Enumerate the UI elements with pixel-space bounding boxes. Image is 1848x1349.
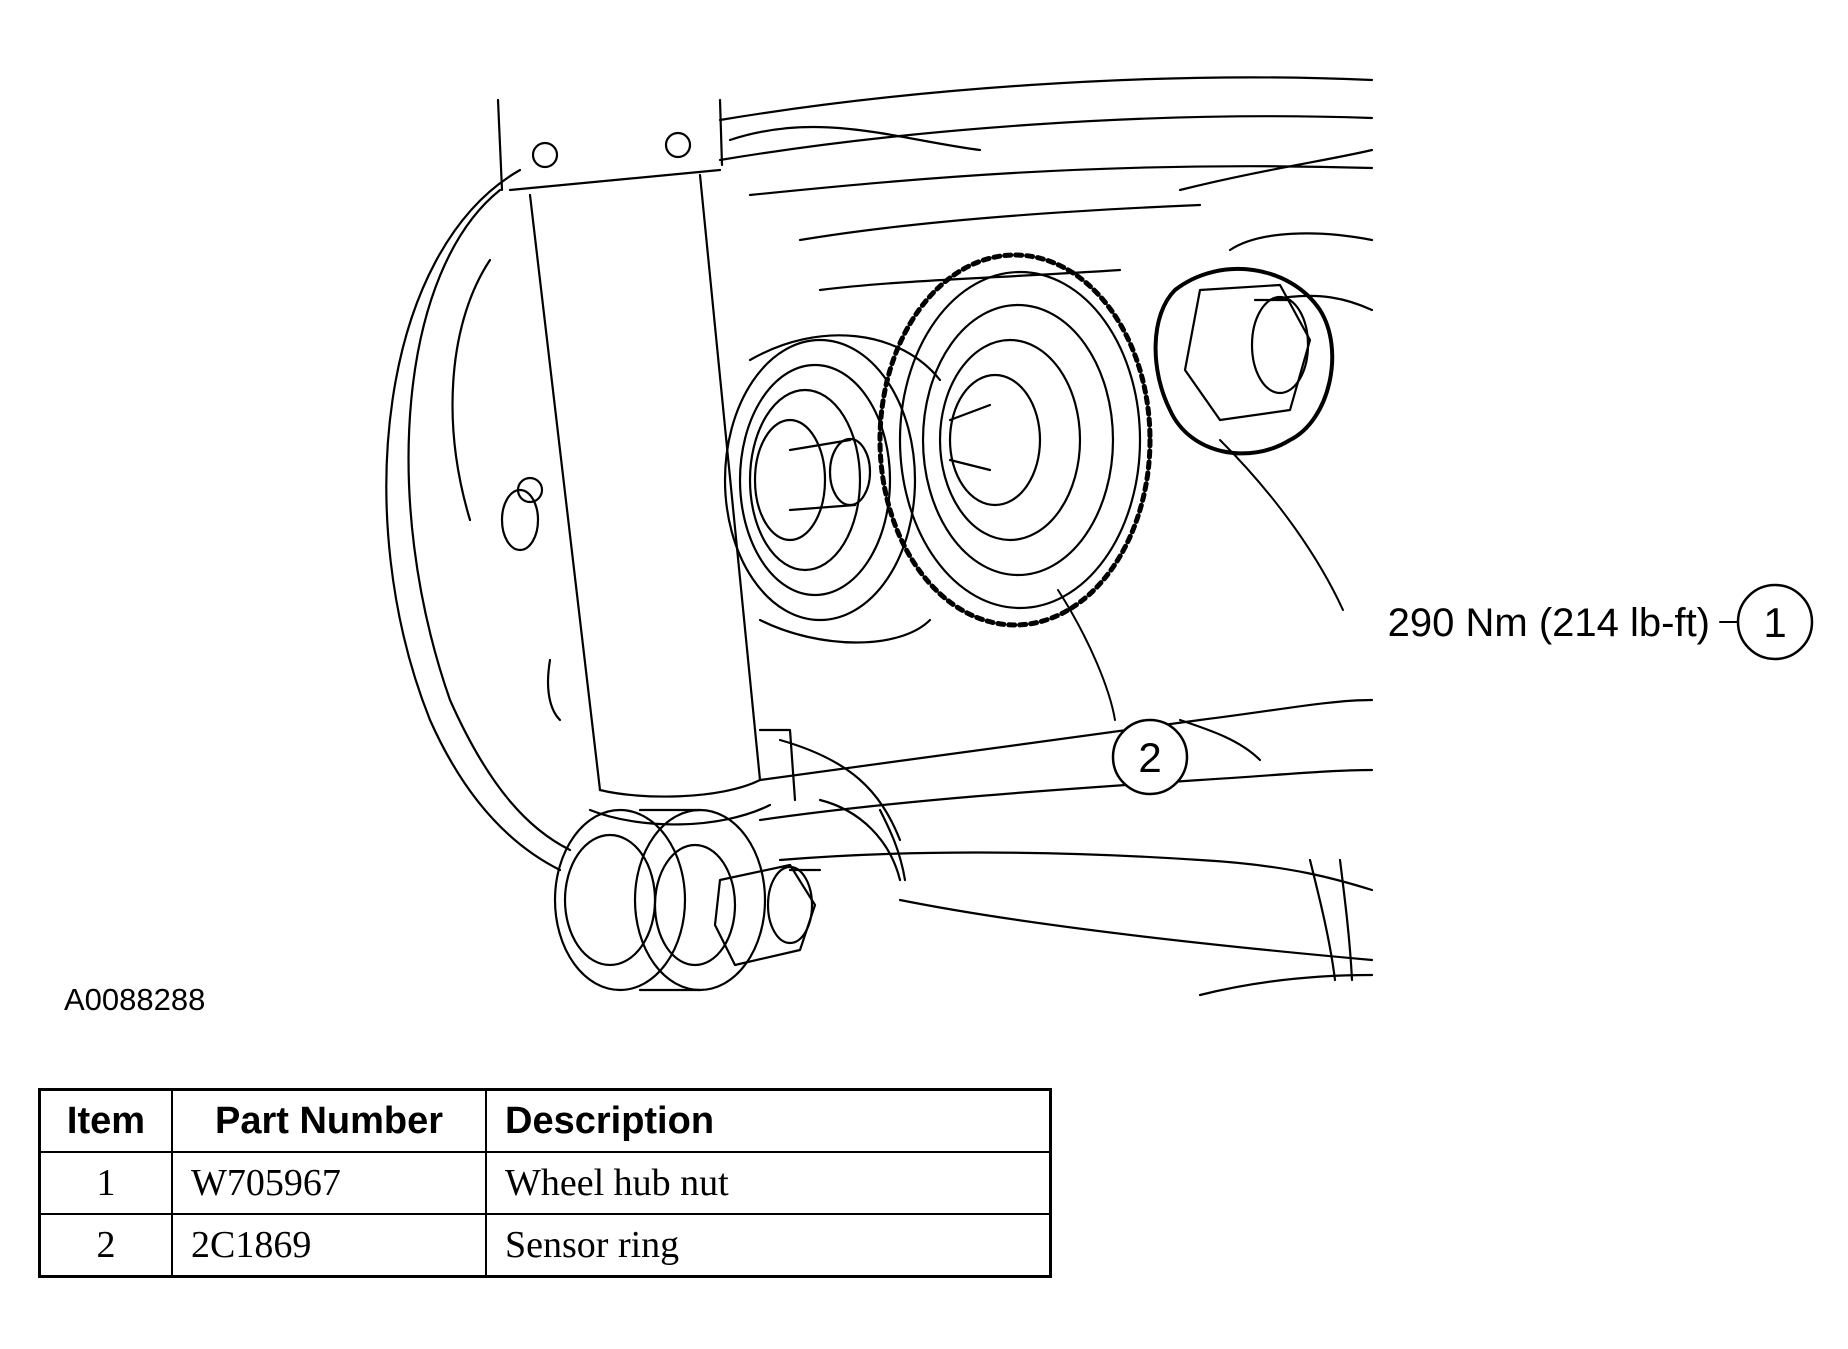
leader-line-1 xyxy=(1219,439,1344,611)
sensor-ring xyxy=(877,252,1153,628)
leader-line-2 xyxy=(1057,589,1116,721)
callout-1: 1 290 Nm (214 lb-ft) xyxy=(1388,583,1814,661)
cell-description: Sensor ring xyxy=(485,1213,1052,1278)
lower-link-bushing xyxy=(553,728,907,992)
cell-item: 2 xyxy=(38,1213,173,1278)
cell-item: 1 xyxy=(38,1151,173,1215)
figure-id: A0088288 xyxy=(64,982,206,1017)
torque-spec-label: 290 Nm (214 lb-ft) xyxy=(1388,601,1710,645)
table-row: 1 W705967 Wheel hub nut xyxy=(38,1151,1052,1215)
callout-1-circle xyxy=(1736,583,1814,661)
cell-description: Wheel hub nut xyxy=(485,1151,1052,1215)
lower-control-arm xyxy=(758,698,1374,997)
parts-table: Item Part Number Description 1 W705967 W… xyxy=(38,1088,1052,1278)
table-header-row: Item Part Number Description xyxy=(38,1088,1052,1153)
upper-control-arm xyxy=(718,76,1374,312)
brake-backing-plate xyxy=(385,131,692,872)
wheel-hub xyxy=(723,334,942,644)
shock-absorber xyxy=(496,98,772,826)
wheel-hub-nut xyxy=(1153,267,1335,456)
column-header-description: Description xyxy=(485,1088,1052,1153)
table-row: 2 2C1869 Sensor ring xyxy=(38,1213,1052,1278)
callout-2-circle xyxy=(1111,718,1189,796)
column-header-part-number: Part Number xyxy=(171,1088,487,1153)
cell-part-number: W705967 xyxy=(171,1151,487,1215)
callout-2: 2 xyxy=(1111,718,1189,796)
column-header-item: Item xyxy=(38,1088,173,1153)
callout-2-number: 2 xyxy=(1138,734,1161,781)
callout-1-number: 1 xyxy=(1763,599,1786,646)
cell-part-number: 2C1869 xyxy=(171,1213,487,1278)
